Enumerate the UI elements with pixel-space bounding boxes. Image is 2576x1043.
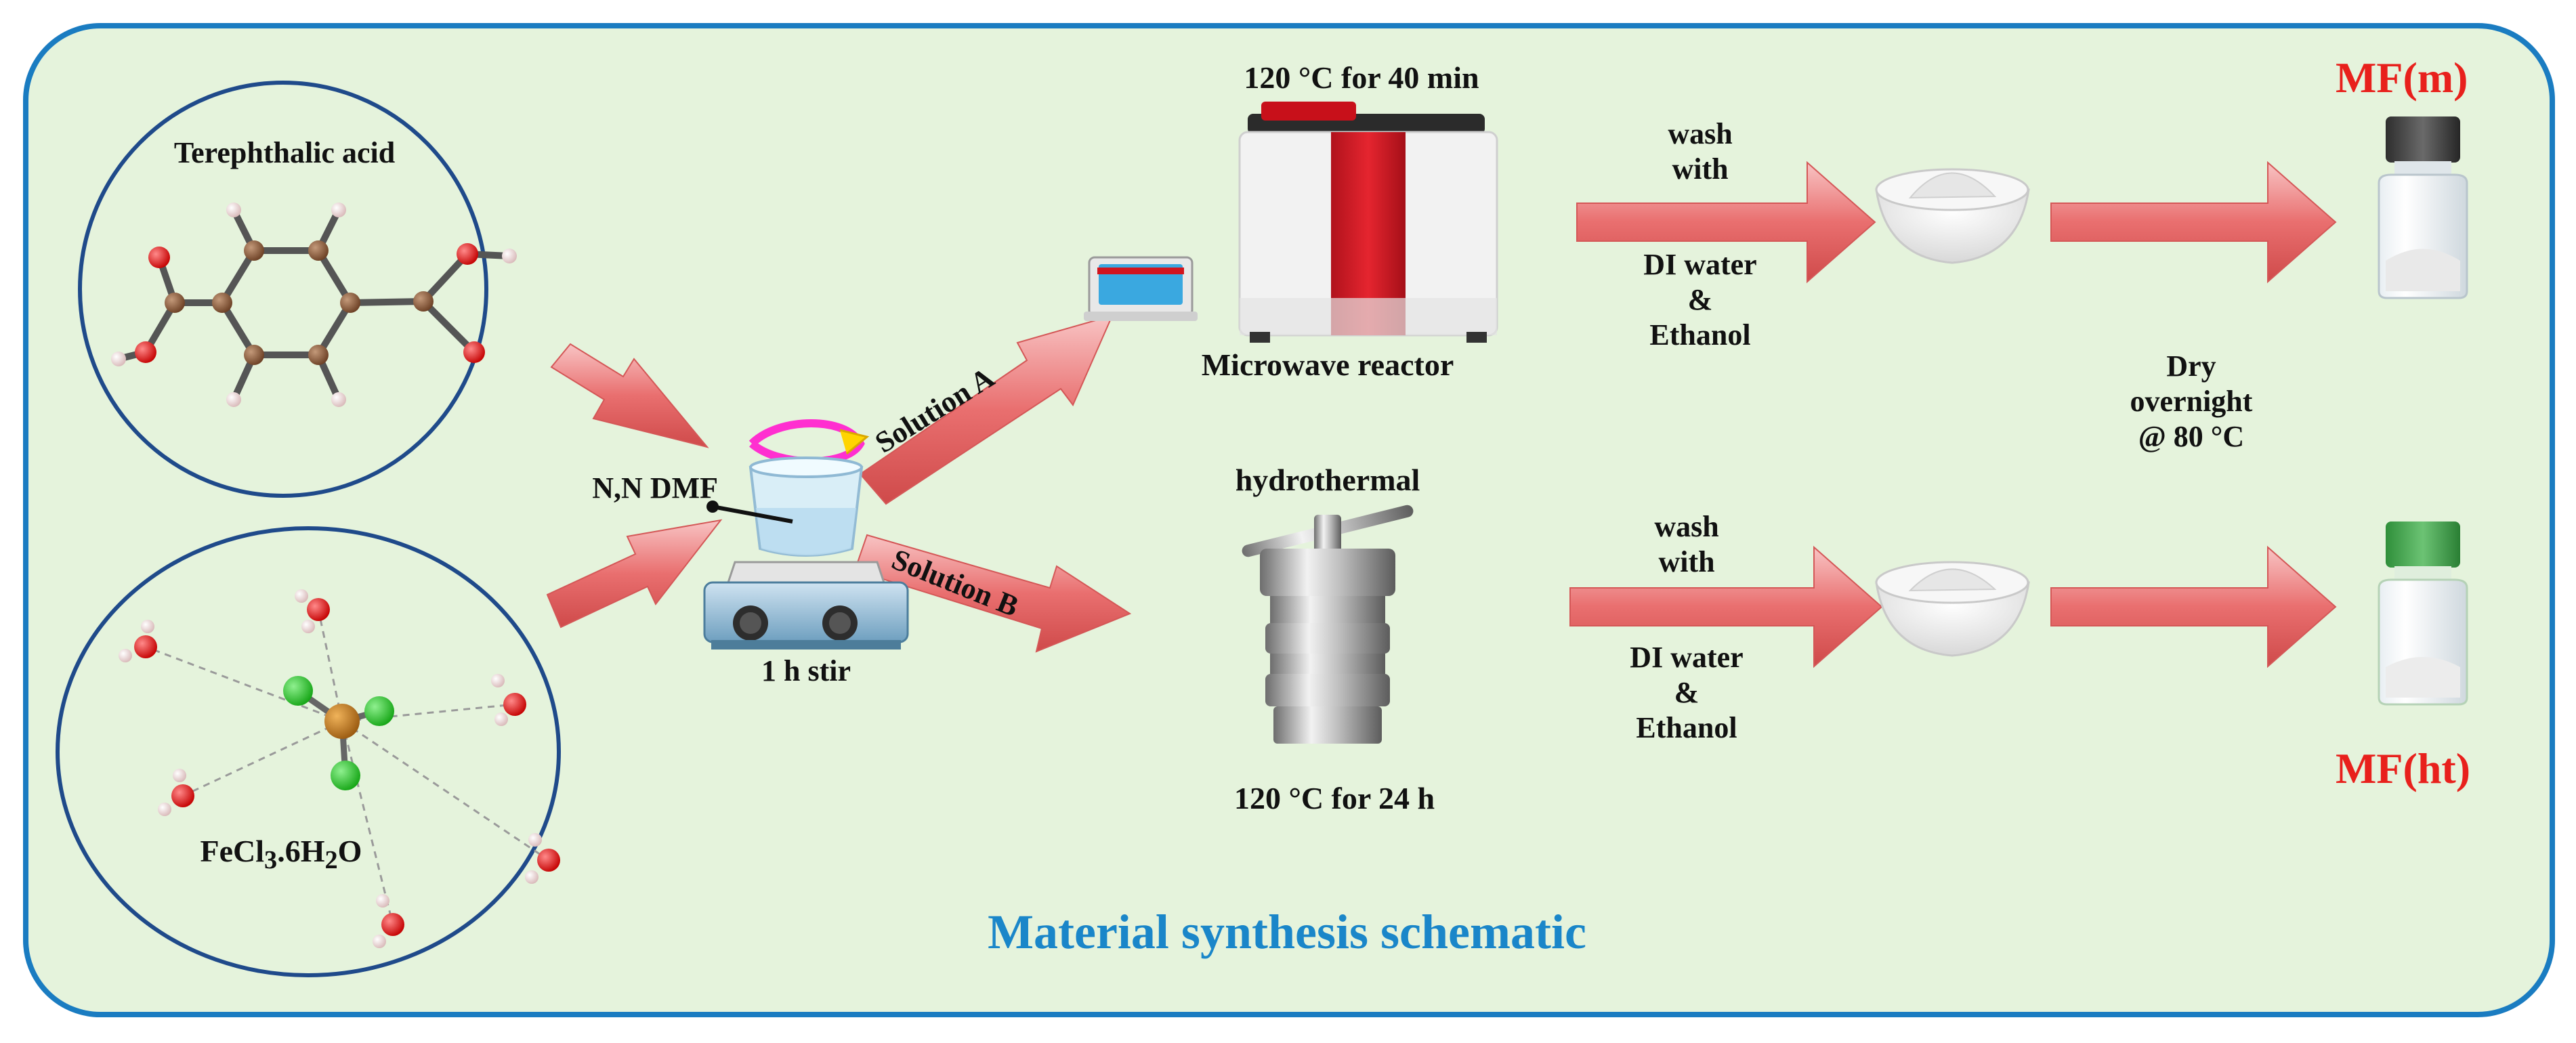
ferric-chloride-sub1: 3 (264, 846, 278, 875)
acid-to-beaker-arrow (550, 343, 709, 448)
microwave-reactor-image (1084, 102, 1498, 343)
ethanol-line: Ethanol (1636, 710, 1737, 744)
microwave-condition-label: 120 °C for 40 min (1244, 60, 1479, 95)
ferric-chloride-label: FeCl3.6H2O (180, 833, 383, 876)
hydrothermal-label: hydrothermal (1235, 463, 1420, 497)
wash-arrow-top (1576, 161, 1876, 284)
solvent-label: N,N DMF (592, 471, 718, 505)
dry-arrow-bottom (2050, 545, 2337, 668)
wash-arrow-bottom (1569, 545, 1883, 668)
ferric-chloride-formula: FeCl (200, 834, 265, 868)
microwave-reactor-label: Microwave reactor (1201, 347, 1454, 382)
dry-condition: Dry overnight @ 80 °C (2069, 349, 2313, 454)
ferric-chloride-end: O (337, 834, 362, 868)
ferric-chloride-sub2: 2 (324, 846, 338, 875)
product-bowl-top (1875, 168, 2030, 264)
with-line: with (1672, 152, 1729, 186)
diagram-title: Material synthesis schematic (988, 905, 1586, 959)
ethanol-line: Ethanol (1649, 318, 1751, 352)
di-water-line: DI water (1630, 641, 1744, 674)
hydrothermal-condition-label: 120 °C for 24 h (1233, 781, 1435, 815)
ampersand-line: & (1687, 282, 1713, 316)
wash-text-bottom: wash with (1565, 509, 1809, 580)
wash-line: wash (1654, 510, 1719, 543)
dry-arrow-top (2050, 161, 2337, 284)
product-bowl-bottom (1875, 561, 2030, 657)
hydrothermal-autoclave-image (1242, 505, 1414, 744)
solution-b-arrow (853, 534, 1132, 653)
wash-solvents-top: DI water & Ethanol (1578, 247, 1822, 353)
stir-label: 1 h stir (761, 654, 851, 687)
terephthalic-acid-molecule (78, 81, 517, 498)
ampersand-line: & (1674, 675, 1699, 709)
mf-m-bottle (2378, 116, 2468, 299)
mf-ht-bottle (2378, 522, 2468, 706)
solution-a-arrow (859, 314, 1114, 505)
dry-line: Dry (2166, 349, 2216, 383)
ferric-chloride-molecule (56, 526, 561, 977)
diagram-frame (23, 23, 2555, 1017)
mf-m-product-label: MF(m) (2336, 54, 2468, 102)
ferric-chloride-mid: .6H (277, 834, 325, 868)
process-arrows (546, 161, 2337, 668)
temperature-line: @ 80 °C (2138, 419, 2245, 453)
salt-to-beaker-arrow (546, 519, 723, 629)
wash-line: wash (1668, 117, 1733, 150)
di-water-line: DI water (1643, 248, 1757, 281)
with-line: with (1658, 545, 1715, 578)
overnight-line: overnight (2130, 384, 2253, 418)
wash-solvents-bottom: DI water & Ethanol (1565, 640, 1809, 746)
wash-text-top: wash with (1578, 116, 1822, 187)
mf-ht-product-label: MF(ht) (2336, 744, 2471, 792)
stirring-beaker-hotplate (703, 419, 909, 650)
terephthalic-acid-label: Terephthalic acid (173, 136, 396, 169)
